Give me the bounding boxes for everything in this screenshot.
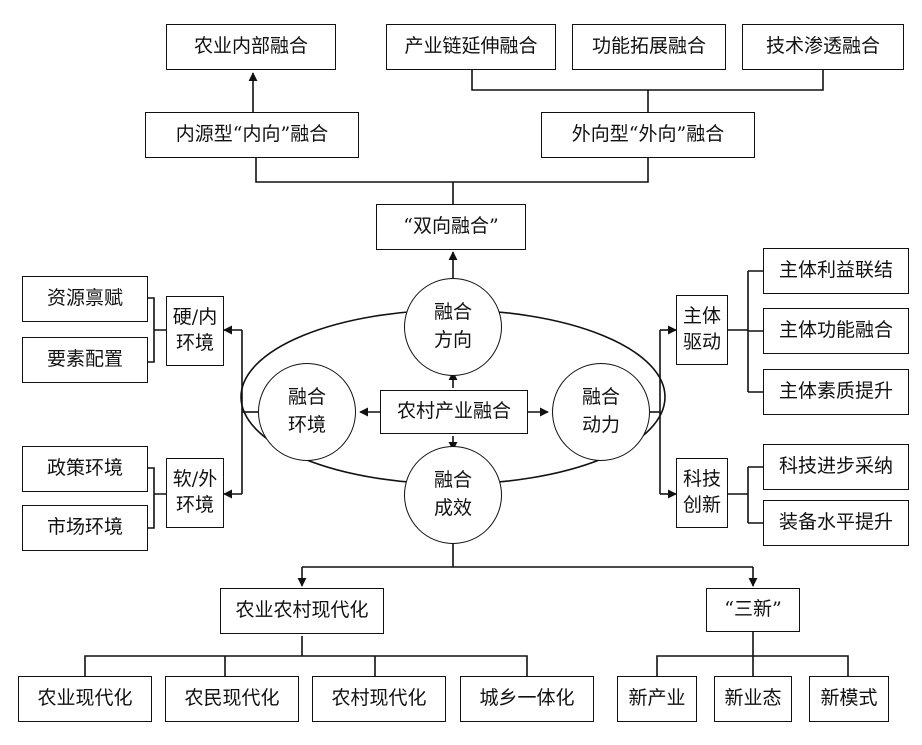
node-function-expansion: 功能拓展融合 [572,24,726,70]
node-soft-env-line1: 软/外 [172,468,218,491]
node-internal-type: 内源型“内向”融合 [145,112,359,158]
node-tech-innovation-line1: 科技 [682,468,721,491]
node-hard-env-line1: 硬/内 [172,306,218,329]
brace-soft-env [148,467,166,529]
node-effect-line1: 融合 [433,469,472,492]
node-center: 农村产业融合 [380,390,528,434]
node-modernization: 农业农村现代化 [220,588,384,634]
brace-top [255,150,649,204]
node-tech-penetration: 技术渗透融合 [742,24,904,70]
node-hard-env-line2: 环境 [175,332,214,354]
node-tech-adoption: 科技进步采纳 [763,444,909,490]
node-soft-env: 软/外环境 [166,458,224,528]
brace-tech [728,466,763,524]
line-effect-down [302,540,753,568]
node-tech-innovation-line2: 创新 [682,494,721,516]
node-environment-line2: 环境 [287,414,326,436]
node-subject-driven-line1: 主体 [682,305,721,328]
node-tech-innovation: 科技创新 [676,458,728,528]
node-direction-line2: 方向 [433,329,472,351]
node-subject-driven: 主体驱动 [676,295,728,365]
node-market-env: 市场环境 [22,505,148,551]
node-effect: 融合成效 [404,446,502,544]
node-direction: 融合方向 [404,278,502,376]
node-external-type: 外向型“外向”融合 [541,112,755,158]
brace-three-new [656,632,849,676]
node-intra-agri: 农业内部融合 [166,24,336,70]
node-new-format: 新业态 [714,676,792,722]
node-direction-line1: 融合 [433,301,472,324]
node-new-mode: 新模式 [809,676,889,722]
node-chain-extension: 产业链延伸融合 [386,24,556,70]
node-policy-env: 政策环境 [22,446,148,492]
node-new-industry: 新产业 [617,676,697,722]
node-subject-driven-line2: 驱动 [682,331,721,353]
node-two-way: “双向融合” [376,204,526,250]
node-rural-modern: 农村现代化 [312,676,446,722]
node-environment-line1: 融合 [287,386,326,409]
node-quality-upgrade: 主体素质提升 [763,369,909,415]
node-soft-env-line2: 环境 [175,494,214,516]
brace-external [471,70,824,112]
node-force-line2: 动力 [581,414,620,436]
node-interest-link: 主体利益联结 [763,248,909,294]
node-function-fusion: 主体功能融合 [763,308,909,354]
brace-hard-env [148,297,166,363]
node-farmer-modern: 农民现代化 [165,676,299,722]
node-urban-rural: 城乡一体化 [460,676,594,722]
node-agri-modern: 农业现代化 [18,676,152,722]
node-driving-force: 融合动力 [552,363,650,461]
brace-subject [728,270,763,393]
node-equipment-level: 装备水平提升 [763,500,909,546]
node-three-new: “三新” [706,588,800,632]
node-hard-env: 硬/内环境 [166,296,224,366]
node-resource-endowment: 资源禀赋 [22,276,148,322]
node-force-line1: 融合 [581,386,620,409]
node-factor-allocation: 要素配置 [22,337,148,383]
brace-modernization [84,636,528,676]
node-effect-line2: 成效 [433,497,472,519]
node-environment: 融合环境 [258,363,356,461]
